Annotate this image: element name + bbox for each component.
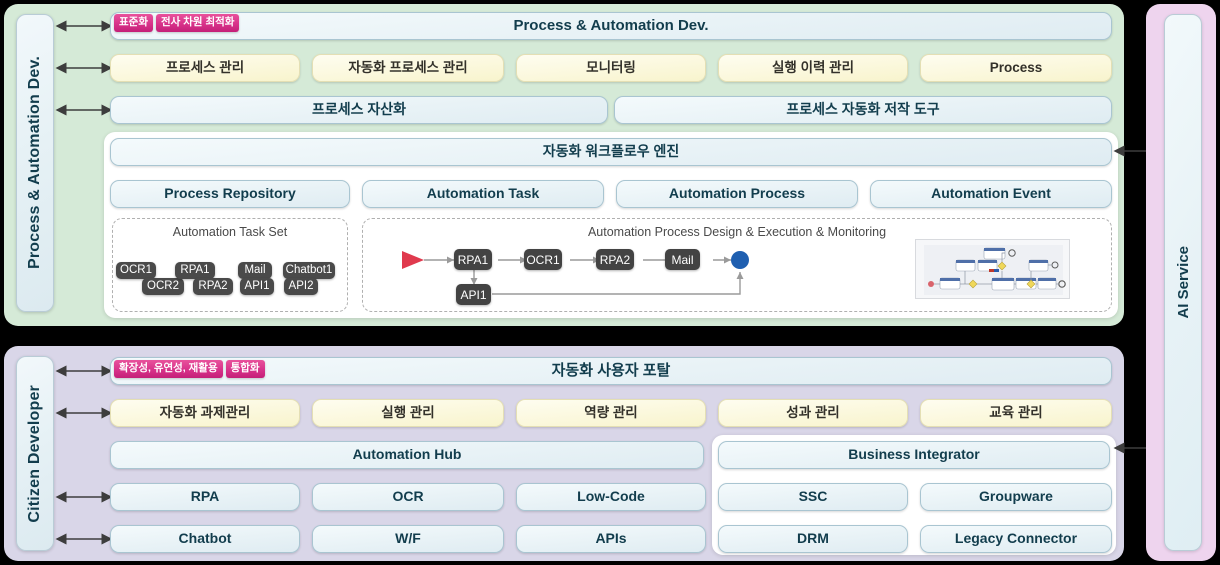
bottom-mgmt-performance[interactable]: 성과 관리 (718, 399, 908, 427)
task-chip-api1[interactable]: API1 (240, 278, 274, 295)
task-chip-rpa2[interactable]: RPA2 (193, 278, 233, 295)
tech-ocr[interactable]: OCR (312, 483, 504, 511)
flow-start-triangle (402, 251, 424, 269)
top-title-bar[interactable]: Process & Automation Dev. (110, 12, 1112, 40)
connector-arrow-bottom-4 (55, 532, 113, 546)
bottom-mgmt-capability[interactable]: 역량 관리 (516, 399, 706, 427)
tech-legacy-connector[interactable]: Legacy Connector (920, 525, 1112, 553)
task-chip-chatbot1[interactable]: Chatbot1 (283, 262, 335, 279)
top-function-auto-process-mgmt[interactable]: 자동화 프로세스 관리 (312, 54, 504, 82)
bottom-mgmt-education[interactable]: 교육 관리 (920, 399, 1112, 427)
component-automation-event[interactable]: Automation Event (870, 180, 1112, 208)
workflow-engine-bar[interactable]: 자동화 워크플로우 엔진 (110, 138, 1112, 166)
top-function-process[interactable]: Process (920, 54, 1112, 82)
top-badge-group: 표준화 전사 차원 최적화 (114, 14, 240, 32)
connector-arrow-bottom-1 (55, 364, 113, 378)
tech-chatbot[interactable]: Chatbot (110, 525, 300, 553)
flow-node-rpa2[interactable]: RPA2 (596, 249, 634, 270)
sidebar-label-process-automation-dev: Process & Automation Dev. (16, 14, 54, 312)
connector-arrow-top-3 (55, 103, 113, 117)
business-integrator-bar[interactable]: Business Integrator (718, 441, 1110, 469)
automation-process-design-title: Automation Process Design & Execution & … (587, 225, 887, 239)
flow-node-mail[interactable]: Mail (665, 249, 700, 270)
task-chip-ocr1[interactable]: OCR1 (116, 262, 156, 279)
badge-enterprise-optimization: 전사 차원 최적화 (155, 14, 240, 32)
top-asset-process-assetization[interactable]: 프로세스 자산화 (110, 96, 608, 124)
connector-arrow-bottom-2 (55, 406, 113, 420)
process-flow-connectors (402, 251, 749, 295)
connector-arrow-top-2 (55, 61, 113, 75)
tech-ssc[interactable]: SSC (718, 483, 908, 511)
top-function-monitoring[interactable]: 모니터링 (516, 54, 706, 82)
flow-node-rpa1[interactable]: RPA1 (454, 249, 492, 270)
sidebar-label-citizen-developer: Citizen Developer (16, 356, 54, 551)
top-function-process-mgmt[interactable]: 프로세스 관리 (110, 54, 300, 82)
tech-low-code[interactable]: Low-Code (516, 483, 706, 511)
badge-standardization: 표준화 (114, 14, 153, 32)
tech-drm[interactable]: DRM (718, 525, 908, 553)
task-chip-api2[interactable]: API2 (284, 278, 318, 295)
ai-service-box[interactable]: AI Service (1164, 14, 1202, 551)
task-chip-ocr2[interactable]: OCR2 (142, 278, 184, 295)
connector-arrow-top-1 (55, 19, 113, 33)
automation-task-set-title: Automation Task Set (172, 225, 288, 239)
badge-scalability: 확장성, 유연성, 재활용 (114, 360, 223, 378)
bottom-title-bar[interactable]: 자동화 사용자 포탈 (110, 357, 1112, 385)
ai-service-label: AI Service (1174, 246, 1192, 319)
component-process-repository[interactable]: Process Repository (110, 180, 350, 208)
task-chip-rpa1[interactable]: RPA1 (175, 262, 215, 279)
bottom-badge-group: 확장성, 유연성, 재활용 통합화 (114, 360, 265, 378)
bottom-mgmt-execution[interactable]: 실행 관리 (312, 399, 504, 427)
component-automation-process[interactable]: Automation Process (616, 180, 858, 208)
flow-node-ocr1[interactable]: OCR1 (524, 249, 562, 270)
sidebar-label-text-bottom: Citizen Developer (26, 384, 43, 523)
process-editor-thumbnail (915, 239, 1070, 299)
tech-rpa[interactable]: RPA (110, 483, 300, 511)
tech-apis[interactable]: APIs (516, 525, 706, 553)
flow-node-api1[interactable]: API1 (456, 284, 491, 305)
top-asset-authoring-tool[interactable]: 프로세스 자동화 저작 도구 (614, 96, 1112, 124)
tech-wf[interactable]: W/F (312, 525, 504, 553)
flow-end-circle (731, 251, 749, 269)
automation-hub-bar[interactable]: Automation Hub (110, 441, 704, 469)
component-automation-task[interactable]: Automation Task (362, 180, 604, 208)
bottom-mgmt-task[interactable]: 자동화 과제관리 (110, 399, 300, 427)
top-function-exec-history[interactable]: 실행 이력 관리 (718, 54, 908, 82)
tech-groupware[interactable]: Groupware (920, 483, 1112, 511)
connector-arrow-bottom-3 (55, 490, 113, 504)
badge-integration: 통합화 (225, 360, 265, 378)
task-chip-mail[interactable]: Mail (238, 262, 272, 279)
sidebar-label-text: Process & Automation Dev. (26, 56, 43, 270)
